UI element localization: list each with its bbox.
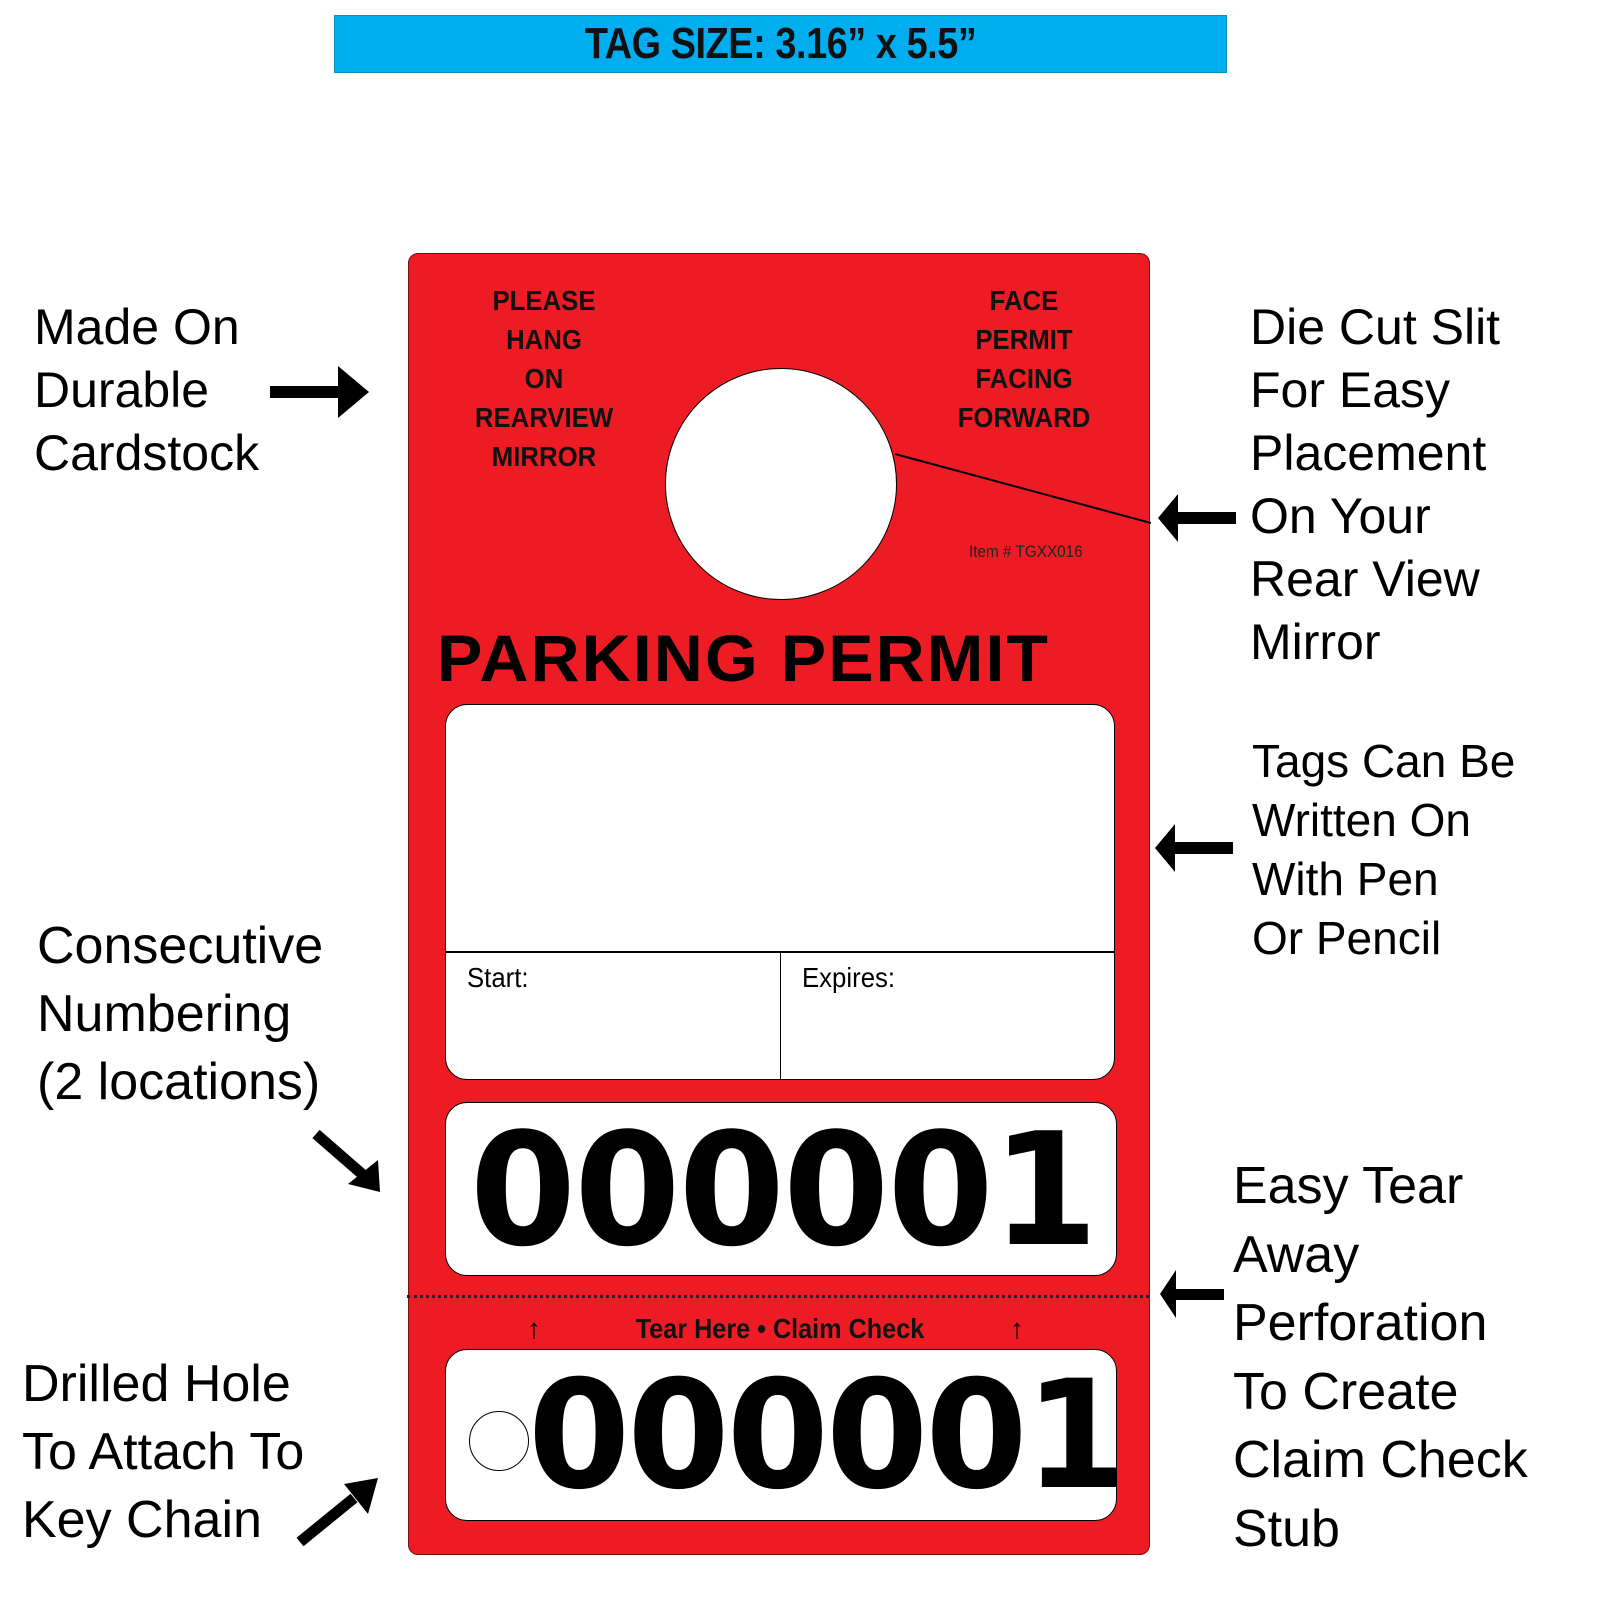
callout-line: Away [1233,1225,1360,1284]
expires-date-field: Expires: [781,953,1114,1079]
instruction-line: PLEASE [492,285,596,316]
tag-size-text: TAG SIZE: 3.16” x 5.5” [584,19,977,68]
callout-line: Placement [1250,425,1487,481]
arrow-left-icon [1160,1270,1224,1318]
permit-number: 000001 [469,1099,1098,1281]
callout-line: For Easy [1250,362,1451,418]
tear-perforation [407,1295,1149,1298]
callout-line: On Your [1250,488,1431,544]
permit-title: PARKING PERMIT [437,621,1050,695]
blank-write-field [446,705,1114,953]
callout-line: Drilled Hole [22,1355,291,1413]
hang-instruction: PLEASE HANG ON REARVIEW MIRROR [457,281,632,476]
callout-line: Or Pencil [1252,912,1442,964]
callout-line: Tags Can Be [1252,735,1516,787]
stub-number: 000001 [527,1349,1127,1523]
instruction-line: FORWARD [957,402,1091,433]
callout-consecutive-numbering: Consecutive Numbering (2 locations) [37,912,323,1116]
callout-line: Mirror [1250,614,1381,670]
callout-line: Die Cut Slit [1250,299,1501,355]
start-date-field: Start: [446,953,781,1079]
instruction-line: HANG [506,324,582,355]
instruction-line: REARVIEW [474,402,614,433]
callout-line: (2 locations) [37,1053,321,1111]
callout-writable: Tags Can Be Written On With Pen Or Penci… [1252,732,1515,968]
callout-line: Made On [34,299,240,355]
callout-line: Durable [34,362,210,418]
arrow-down-right-icon [312,1130,380,1192]
callout-durable-cardstock: Made On Durable Cardstock [34,296,259,485]
claim-text: Tear Here • Claim Check [635,1313,925,1344]
expires-label: Expires: [802,962,896,993]
arrow-right-icon [270,366,369,418]
callout-die-cut-slit: Die Cut Slit For Easy Placement On Your … [1250,296,1500,674]
parking-permit-tag: PLEASE HANG ON REARVIEW MIRROR FACE PERM… [407,253,1151,1555]
callout-line: Written On [1252,794,1471,846]
mirror-hanger-hole [665,368,897,600]
start-label: Start: [467,962,529,993]
callout-line: Key Chain [22,1491,262,1549]
callout-line: Claim Check [1233,1431,1528,1489]
callout-line: Stub [1233,1499,1340,1558]
tag-size-banner: TAG SIZE: 3.16” x 5.5” [334,15,1227,73]
callout-line: Rear View [1250,551,1480,607]
instruction-line: MIRROR [491,441,597,472]
arrow-up-icon: ↑ [1010,1313,1024,1344]
item-number: Item # TGXX016 [969,542,1083,561]
arrow-up-icon: ↑ [527,1313,541,1344]
face-instruction: FACE PERMIT FACING FORWARD [937,281,1112,437]
callout-line: Numbering [37,985,292,1043]
arrow-left-icon [1158,494,1236,542]
arrow-up-right-icon [296,1478,378,1546]
callout-line: To Attach To [22,1423,305,1481]
write-in-area: Start: Expires: [445,704,1115,1080]
callout-line: With Pen [1252,853,1439,905]
instruction-line: FACING [975,363,1073,394]
callout-line: Perforation [1233,1294,1488,1352]
key-chain-hole [469,1411,529,1471]
instruction-line: FACE [989,285,1059,316]
callout-line: Easy Tear [1233,1157,1464,1215]
callout-line: To Create [1233,1362,1459,1421]
instruction-line: ON [524,363,564,394]
claim-check-label: ↑ Tear Here • Claim Check ↑ [409,1312,1151,1346]
instruction-line: PERMIT [975,324,1073,355]
arrow-left-icon [1155,824,1233,872]
callout-line: Consecutive [37,917,324,975]
permit-number-box: 000001 [445,1099,1117,1281]
callout-drilled-hole: Drilled Hole To Attach To Key Chain [22,1350,304,1554]
callout-tear-away: Easy Tear Away Perforation To Create Cla… [1233,1152,1528,1563]
callout-line: Cardstock [34,425,260,481]
claim-stub-box: 000001 [445,1349,1127,1523]
